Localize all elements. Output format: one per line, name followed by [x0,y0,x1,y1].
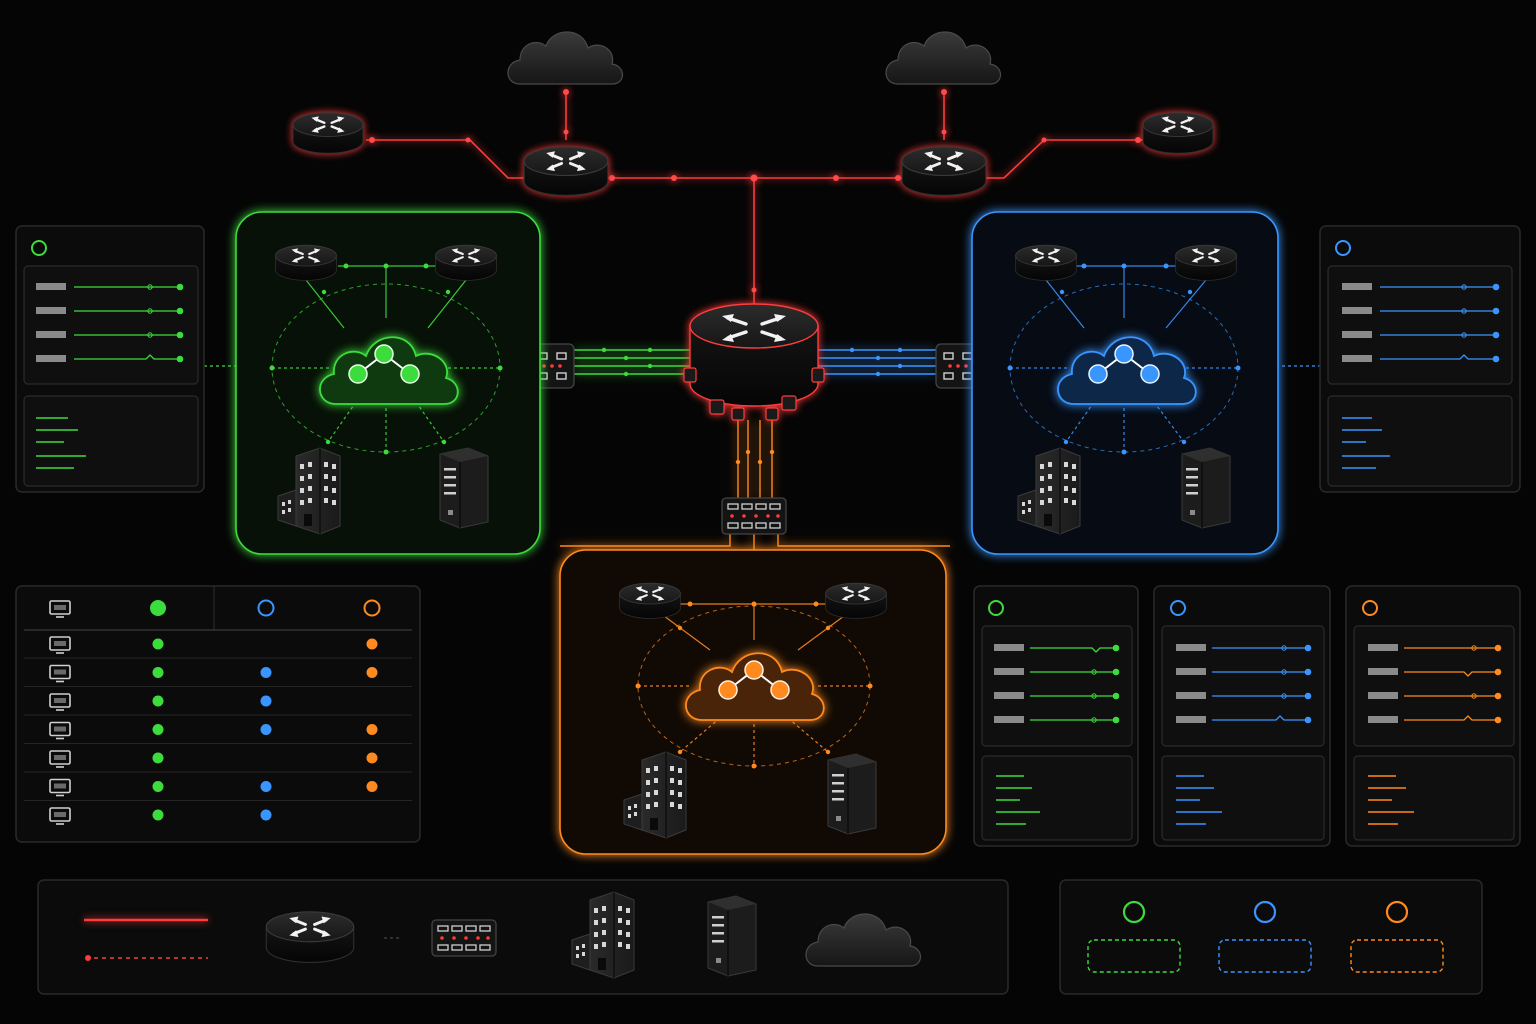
status-ring-icon [1335,240,1351,256]
table-row[interactable] [24,664,412,687]
orange-router-right[interactable] [824,582,888,620]
green-side-panel [15,225,205,493]
router-far-right[interactable] [1141,111,1215,155]
core-router[interactable] [683,303,825,421]
zone-legend-green [1087,900,1181,973]
orange-status-dot [366,667,378,678]
blue-uplink-nodes [849,347,903,377]
green-column-header [150,600,166,616]
zone-legend-blue [1218,900,1312,973]
table-rows [24,636,412,825]
status-ring-icon [31,240,47,256]
orange-status-dot [366,781,378,792]
green-status-dot [152,752,164,764]
status-ring-icon [988,600,1004,616]
orange-zone [559,549,947,855]
green-status-dot [152,695,164,707]
orange-server-icon [827,753,877,835]
green-uplink-nodes [601,347,653,377]
legend-dashed-link-node [85,955,91,961]
blue-status-dot [260,781,272,792]
table-row[interactable] [24,693,412,716]
orange-column-header [363,599,381,617]
blue-zone [971,211,1279,555]
orange-cloud-icon[interactable] [685,652,825,721]
blue-router-left[interactable] [1014,244,1078,282]
blue-column-header [257,599,275,617]
green-status-dot [152,781,164,792]
backbone-nodes [369,89,1141,293]
green-status-dot [152,809,164,821]
green-side-bars [36,417,86,469]
router-top-left[interactable] [522,145,610,197]
table-header [49,599,381,618]
status-ring-icon [1362,600,1378,616]
table-row[interactable] [49,807,272,825]
blue-server-icon [1181,447,1231,529]
zone-legend-panel [1059,879,1483,995]
blue-status-dot [260,809,272,821]
blue-status-dot [260,724,272,735]
legend-panel [37,879,1009,995]
legend-patch-panel-icon [431,919,497,957]
orange-detail-panel [1345,585,1521,847]
green-zone [235,211,541,555]
green-router-right[interactable] [434,244,498,282]
table-row[interactable] [24,750,412,773]
table-row[interactable] [24,778,412,801]
legend-server-icon [707,895,757,977]
green-status-dot [152,638,164,650]
green-cloud-icon[interactable] [319,336,459,405]
orange-status-dot [366,724,378,735]
green-server-icon [439,447,489,529]
green-status-dot [152,667,164,678]
blue-detail-panel [1153,585,1331,847]
blue-side-bars [1342,417,1390,469]
orange-status-dot [366,752,378,764]
orange-router-left[interactable] [618,582,682,620]
patch-panel-orange[interactable] [721,497,787,535]
status-ring-icon [1170,600,1186,616]
top-cloud-left [507,31,624,85]
blue-cloud-icon[interactable] [1057,336,1197,405]
router-top-right[interactable] [900,145,988,197]
top-cloud-right [885,31,1002,85]
status-table [15,585,421,843]
green-side-rows [36,283,184,363]
blue-status-dot [260,667,272,678]
blue-side-rows [1342,283,1500,363]
green-status-dot [152,724,164,735]
green-detail-panel [973,585,1139,847]
router-far-left[interactable] [291,111,365,155]
zone-legend-orange [1350,900,1444,973]
legend-router-icon [264,910,356,964]
table-row[interactable] [24,636,412,659]
blue-status-dot [260,695,272,707]
green-router-left[interactable] [274,244,338,282]
orange-status-dot [366,638,378,650]
blue-router-right[interactable] [1174,244,1238,282]
table-row[interactable] [24,721,412,744]
blue-side-panel [1319,225,1521,493]
